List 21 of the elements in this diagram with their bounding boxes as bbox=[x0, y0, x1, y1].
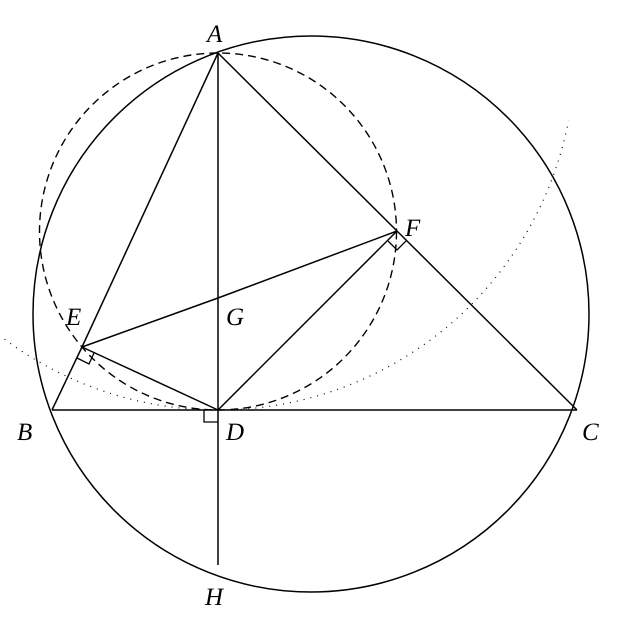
point-label: A bbox=[207, 22, 222, 47]
point-label: H bbox=[205, 585, 224, 610]
line-segment bbox=[217, 298, 219, 410]
line-segment bbox=[51, 346, 83, 410]
point-label: B bbox=[17, 420, 32, 445]
line-segment bbox=[81, 52, 219, 348]
line-segment bbox=[218, 230, 398, 299]
line-segment bbox=[217, 53, 219, 298]
point-label: F bbox=[405, 216, 420, 241]
line-segment bbox=[82, 346, 218, 411]
point-label: E bbox=[66, 305, 82, 330]
line-segment bbox=[396, 230, 578, 411]
line-segment bbox=[217, 52, 398, 232]
line-segment bbox=[82, 297, 218, 348]
point-label: D bbox=[226, 420, 244, 445]
point-label: G bbox=[226, 305, 244, 330]
line-segment bbox=[52, 409, 218, 411]
line-segment bbox=[217, 230, 398, 411]
point-label: C bbox=[582, 420, 599, 445]
line-segment bbox=[217, 410, 219, 565]
line-segment bbox=[218, 409, 577, 411]
